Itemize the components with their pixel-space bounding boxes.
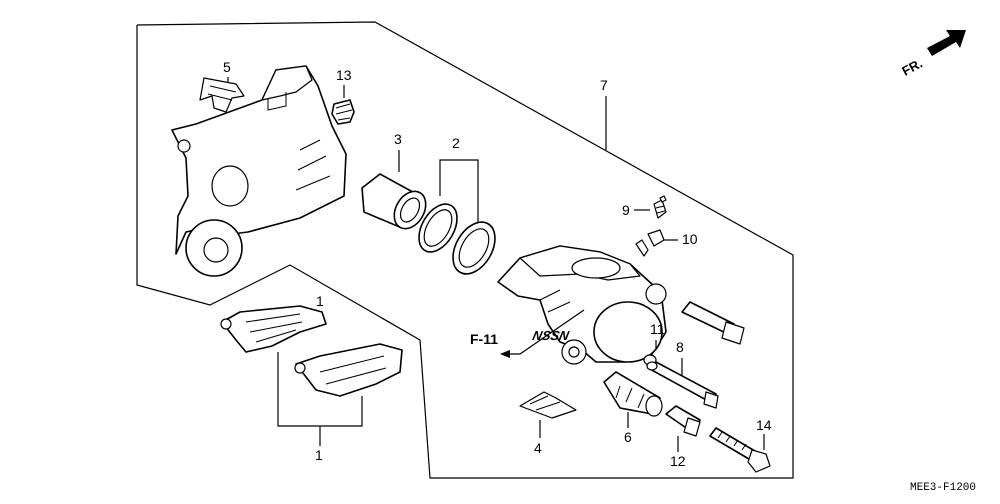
brake-pad-upper <box>220 305 327 353</box>
pin-boot <box>603 371 663 417</box>
callout-10: 10 <box>682 231 698 247</box>
caliper-bolt <box>709 427 771 473</box>
piston-seal-outer <box>418 203 458 253</box>
brake-pad-lower <box>294 343 403 397</box>
leader-2 <box>439 159 479 222</box>
reference-arrowhead <box>500 350 510 358</box>
callout-12: 12 <box>670 453 686 469</box>
bleeder-screw <box>653 195 667 219</box>
front-direction-arrow-icon <box>927 30 966 56</box>
caliper-bracket <box>171 65 347 277</box>
sleeve-pin <box>665 405 701 437</box>
callout-8: 8 <box>676 339 684 355</box>
callout-9: 9 <box>622 202 630 218</box>
assembly-boundary-line <box>136 21 794 479</box>
caliper-piston <box>361 173 427 230</box>
caliper-logo-text: NSSN <box>531 328 571 343</box>
callout-1-bottom: 1 <box>315 447 323 463</box>
callout-3: 3 <box>394 131 402 147</box>
callout-14: 14 <box>756 417 772 433</box>
hose-clip <box>635 229 665 257</box>
pad-spring-lower <box>519 391 577 419</box>
callout-4: 4 <box>534 440 542 456</box>
callout-13: 13 <box>336 67 352 83</box>
reference-label: F-11 <box>470 331 498 347</box>
callout-7: 7 <box>600 77 608 93</box>
piston-seal-inner <box>452 221 496 275</box>
slide-pin <box>646 361 719 409</box>
reference-leader <box>506 309 585 355</box>
callout-2: 2 <box>452 135 460 151</box>
callout-5: 5 <box>223 59 231 75</box>
diagram-code: MEE3-F1200 <box>910 482 976 494</box>
pad-pin-upper <box>681 301 745 345</box>
callout-1: 1 <box>316 293 324 309</box>
pad-spring-upper <box>199 77 245 113</box>
callout-11: 11 <box>650 321 665 337</box>
front-direction-label: FR. <box>899 56 925 79</box>
bleeder-cap <box>331 99 355 125</box>
caliper-body: NSSN <box>497 245 667 365</box>
callout-6: 6 <box>624 429 632 445</box>
